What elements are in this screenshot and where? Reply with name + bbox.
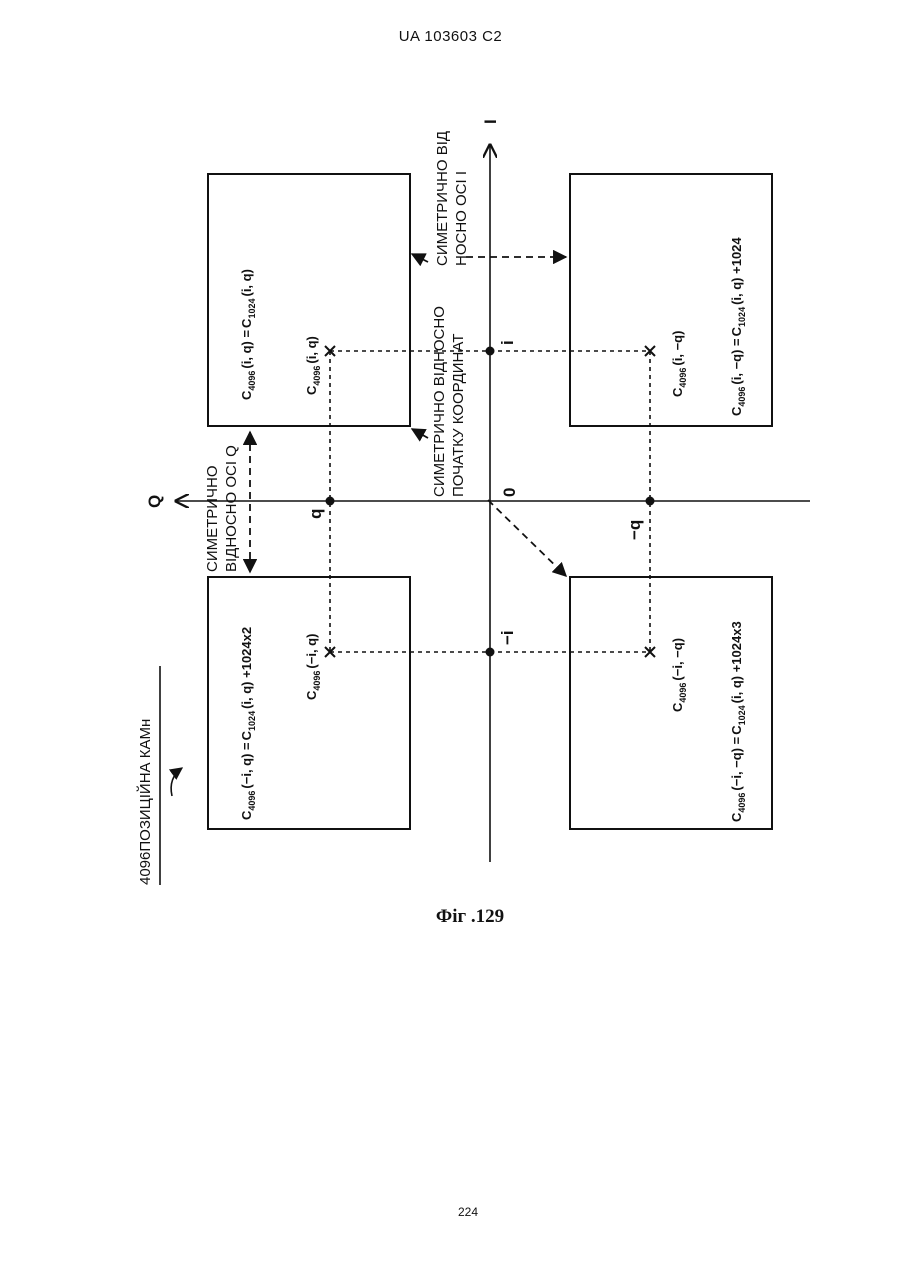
origin-label: 0 bbox=[500, 488, 519, 497]
tick-label-neg-q: −q bbox=[625, 520, 644, 540]
annotation-sym-origin-line2: ПОЧАТКУ КООРДИНАТ bbox=[450, 334, 467, 497]
formula-top-right: C4096(i, −q) =C1024(i, q) +1024 bbox=[729, 237, 747, 416]
point-label-bottom-left: C4096(−i, q) bbox=[304, 634, 322, 700]
annotation-sym-origin-line1: СИМЕТРИЧНО ВІДНОСНО bbox=[431, 306, 448, 497]
origin-symmetry-arrow bbox=[488, 500, 566, 576]
dot-neg-q bbox=[646, 497, 655, 506]
point-label-top-left: C4096(i, q) bbox=[304, 336, 322, 395]
tick-label-i: i bbox=[498, 340, 517, 345]
formula-bottom-right: C4096(−i, −q) =C1024(i, q) +1024x3 bbox=[729, 621, 747, 822]
dot-i bbox=[486, 347, 495, 356]
tick-label-neg-i: −i bbox=[498, 630, 517, 645]
i-axis-label: I bbox=[481, 119, 500, 124]
formula-bottom-left: C4096(−i, q) =C1024(i, q) +1024x2 bbox=[239, 627, 257, 820]
pointer-arrow-bottom bbox=[412, 429, 428, 438]
formula-top-left: C4096(i, q) =C1024(i, q) bbox=[239, 269, 257, 400]
annotation-sym-i-line2: НОСНО ОСІ I bbox=[453, 171, 470, 266]
symmetry-arrows bbox=[250, 254, 566, 576]
annotation-sym-q-line2: ВІДНОСНО ОСІ Q bbox=[223, 445, 240, 572]
dot-q bbox=[326, 497, 335, 506]
point-label-bottom-right: C4096(−i, −q) bbox=[670, 638, 688, 712]
annotation-sym-i-line1: СИМЕТРИЧНО ВІД bbox=[434, 131, 451, 266]
title-label: 4096ПОЗИЦІЙНА КАМн bbox=[136, 719, 154, 885]
point-label-top-right: C4096(i, −q) bbox=[670, 331, 688, 397]
dot-neg-i bbox=[486, 648, 495, 657]
page-number: 224 bbox=[0, 1205, 901, 1219]
title-curved-arrow bbox=[171, 768, 182, 796]
annotation-sym-q-line1: СИМЕТРИЧНО bbox=[204, 465, 221, 572]
pointer-arrow-top bbox=[412, 254, 428, 262]
q-axis-label: Q bbox=[145, 495, 164, 508]
tick-label-q: q bbox=[306, 509, 325, 519]
figure-caption: Фіг .129 bbox=[0, 906, 901, 928]
